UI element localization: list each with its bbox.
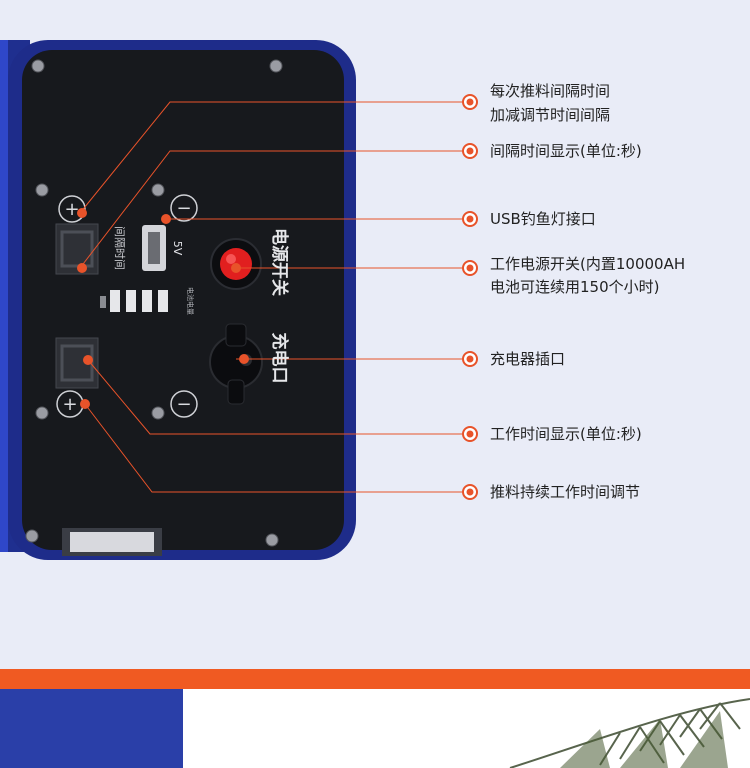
next-section-blue-block (0, 689, 183, 768)
work-minus-label: − (176, 394, 191, 415)
callout-markers (462, 94, 478, 500)
panel-marker-dot (77, 208, 87, 218)
callout-line (87, 359, 470, 435)
battery-level-bar (158, 290, 168, 312)
screw-icon (35, 183, 49, 197)
interval-minus-label: − (176, 198, 191, 219)
battery-level-bar (126, 290, 136, 312)
callout-charge-port: 充电器插口 (490, 350, 566, 368)
palm-leaf-icon (509, 698, 750, 768)
charge-port-label: 充电口 (269, 333, 290, 384)
palm-leaf-icon (560, 729, 610, 768)
battery-level-bar (110, 290, 120, 312)
callout-battery-life: 电池可连续用150个小时) (490, 278, 660, 296)
interval-time-label: 间隔时间 (113, 226, 126, 270)
screw-icon (269, 59, 283, 73)
screw-icon (151, 183, 165, 197)
usb-port-inner (148, 232, 160, 264)
panel-marker-dot (239, 354, 249, 364)
callout-marker-dot (466, 98, 474, 106)
section-divider-bar (0, 669, 750, 689)
charge-port-cap-tab (227, 379, 245, 405)
bottom-slot-cover (70, 532, 154, 552)
palm-leaf-icon (620, 719, 668, 768)
callout-marker-dot (466, 264, 474, 272)
callout-interval-display: 间隔时间显示(单位:秒) (490, 142, 642, 160)
callout-interval-title: 每次推料间隔时间 (490, 82, 611, 100)
control-panel (22, 50, 344, 550)
interval-digit-segments (60, 230, 94, 268)
callout-marker-dot (466, 215, 474, 223)
battery-level-label: 电池电量 (186, 287, 195, 315)
power-switch-highlight (226, 254, 236, 264)
panel-marker-dot (83, 355, 93, 365)
charge-port-cap-tab (225, 323, 247, 347)
callout-work-adjust: 推料持续工作时间调节 (490, 483, 641, 501)
usb-voltage-label: 5V (171, 241, 184, 256)
panel-marker-dot (231, 263, 241, 273)
callout-marker-dot (466, 430, 474, 438)
panel-marker-dot (77, 263, 87, 273)
callout-usb-port: USB钓鱼灯接口 (490, 210, 596, 228)
palm-leaf-decoration (509, 698, 750, 768)
palm-leaf-icon (680, 711, 728, 768)
power-switch-label: 电源开关 (269, 228, 290, 296)
screw-icon (35, 406, 49, 420)
screw-icon (31, 59, 45, 73)
battery-level-bar (142, 290, 152, 312)
battery-indicator-cap (100, 296, 106, 308)
screw-icon (265, 533, 279, 547)
callout-work-display: 工作时间显示(单位:秒) (490, 425, 642, 443)
callout-line (79, 101, 470, 214)
interval-plus-label: + (64, 199, 79, 220)
work-minus-button[interactable] (170, 390, 198, 418)
callout-line (79, 150, 470, 269)
device-left-highlight (0, 40, 8, 552)
callout-marker-dot (466, 147, 474, 155)
panel-marker-dot (80, 399, 90, 409)
callout-power-switch: 工作电源开关(内置10000AH (490, 255, 686, 273)
panel-marker-dot (161, 214, 171, 224)
callout-line (84, 403, 470, 493)
callout-marker-dot (466, 488, 474, 496)
work-plus-label: + (62, 394, 77, 415)
screw-icon (25, 529, 39, 543)
callout-interval-adjust: 加减调节时间间隔 (490, 106, 611, 124)
callout-marker-dot (466, 355, 474, 363)
interval-minus-button[interactable] (170, 194, 198, 222)
screw-icon (151, 406, 165, 420)
